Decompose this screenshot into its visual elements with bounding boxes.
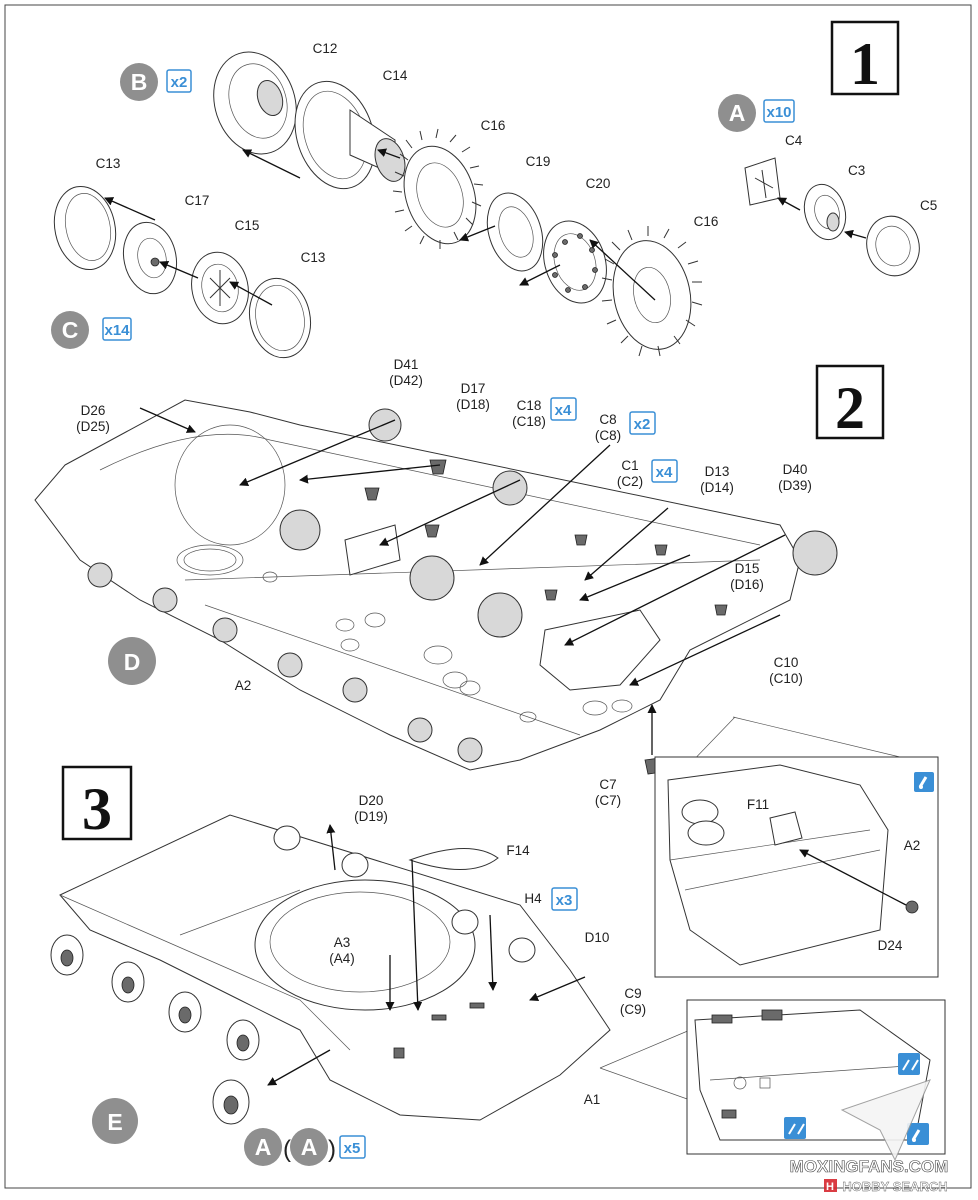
part-c8: C8	[599, 412, 616, 427]
part-c5: C5	[920, 198, 937, 213]
part-c7: C7	[599, 777, 616, 792]
qty-b: x2	[171, 74, 188, 91]
part-d20: D20	[359, 793, 384, 808]
subassembly-d-marker: D	[108, 637, 156, 685]
subassembly-c-marker: C x14	[51, 311, 132, 349]
part-d13: D13	[705, 464, 730, 479]
part-c10-alt: (C10)	[769, 671, 803, 686]
part-d39: (D39)	[778, 478, 812, 493]
watermark: MOXINGFANS.COM H HOBBY SEARCH	[789, 1079, 949, 1194]
part-d17: D17	[461, 381, 486, 396]
step-number-box	[830, 20, 900, 96]
step-number: 1	[850, 31, 880, 97]
part-c13: C13	[96, 156, 121, 171]
qty-c1: x4	[656, 464, 673, 481]
watermark-site: MOXINGFANS.COM	[790, 1157, 949, 1176]
road-wheels	[50, 825, 536, 1125]
page-border	[4, 4, 972, 1189]
part-c19: C19	[526, 154, 551, 169]
part-c10: C10	[774, 655, 799, 670]
part-f11: F11	[747, 797, 769, 812]
part-c12: C12	[313, 41, 338, 56]
qty-c: x14	[104, 322, 130, 339]
svg-text:C: C	[62, 317, 79, 343]
part-d18: (D18)	[456, 397, 490, 412]
hull-upper-a1	[50, 814, 611, 1125]
part-d15: D15	[735, 561, 760, 576]
part-c16-outer: C16	[694, 214, 719, 229]
part-f14: F14	[506, 843, 530, 858]
qty-c8: x2	[634, 416, 651, 433]
part-a2: A2	[235, 678, 252, 693]
step-number: 3	[82, 776, 112, 842]
svg-text:E: E	[107, 1109, 122, 1135]
svg-text:(: (	[283, 1136, 291, 1163]
step-number: 2	[835, 375, 865, 441]
svg-text:B: B	[131, 69, 148, 95]
qty-a-final: x5	[344, 1140, 361, 1157]
part-a1: A1	[584, 1092, 601, 1107]
part-d19: (D19)	[354, 809, 388, 824]
road-wheel-a-exploded	[744, 157, 920, 277]
part-d42: (D42)	[389, 373, 423, 388]
part-c1: C1	[621, 458, 638, 473]
step-number-box	[61, 765, 133, 841]
part-c9-alt: (C9)	[620, 1002, 646, 1017]
part-c4: C4	[785, 133, 803, 148]
detail-inset-rear-plate	[654, 716, 939, 978]
part-d25: (D25)	[76, 419, 110, 434]
part-d41: D41	[394, 357, 419, 372]
svg-text:A: A	[301, 1134, 318, 1160]
qty-a: x10	[766, 104, 791, 121]
part-a4: (A4)	[329, 951, 355, 966]
qty-h4: x3	[556, 892, 573, 909]
part-h4: H4	[524, 891, 542, 906]
part-c15: C15	[235, 218, 260, 233]
part-d40: D40	[783, 462, 808, 477]
part-c9: C9	[624, 986, 641, 1001]
part-a2-inset: A2	[904, 838, 921, 853]
svg-text:D: D	[124, 649, 141, 675]
svg-text:): )	[328, 1136, 336, 1163]
part-d24: D24	[878, 938, 903, 953]
step-1: 1 B x2	[51, 20, 937, 359]
svg-text:H: H	[826, 1181, 834, 1193]
part-d16: (D16)	[730, 577, 764, 592]
part-d26: D26	[81, 403, 106, 418]
svg-text:A: A	[255, 1134, 272, 1160]
part-c2: (C2)	[617, 474, 643, 489]
subassembly-e-marker: E	[92, 1098, 138, 1144]
step-3: 3	[50, 765, 946, 1166]
part-d10: D10	[585, 930, 610, 945]
subassembly-b-marker: B x2	[120, 63, 192, 101]
part-c18: C18	[517, 398, 542, 413]
return-roller-c-exploded	[53, 185, 312, 359]
part-c8-alt: (C8)	[595, 428, 621, 443]
hull-lower-a2	[34, 399, 838, 771]
part-c13-outer: C13	[301, 250, 326, 265]
watermark-shop: HOBBY SEARCH	[842, 1179, 947, 1194]
idler-wheel-exploded	[213, 51, 703, 357]
step-number-box	[815, 364, 885, 440]
part-c20: C20	[586, 176, 611, 191]
qty-c18: x4	[555, 402, 572, 419]
final-wheel-count-marker: A ( A ) x5	[244, 1128, 366, 1166]
part-a3: A3	[334, 935, 351, 950]
part-c18-alt: (C18)	[512, 414, 546, 429]
part-c3: C3	[848, 163, 865, 178]
step-2: 2	[34, 357, 939, 978]
svg-text:A: A	[729, 100, 746, 126]
part-c14: C14	[383, 68, 408, 83]
part-c17: C17	[185, 193, 210, 208]
part-c7-alt: (C7)	[595, 793, 621, 808]
subassembly-a-marker: A x10	[718, 94, 795, 132]
part-d14: (D14)	[700, 480, 734, 495]
part-c16: C16	[481, 118, 506, 133]
